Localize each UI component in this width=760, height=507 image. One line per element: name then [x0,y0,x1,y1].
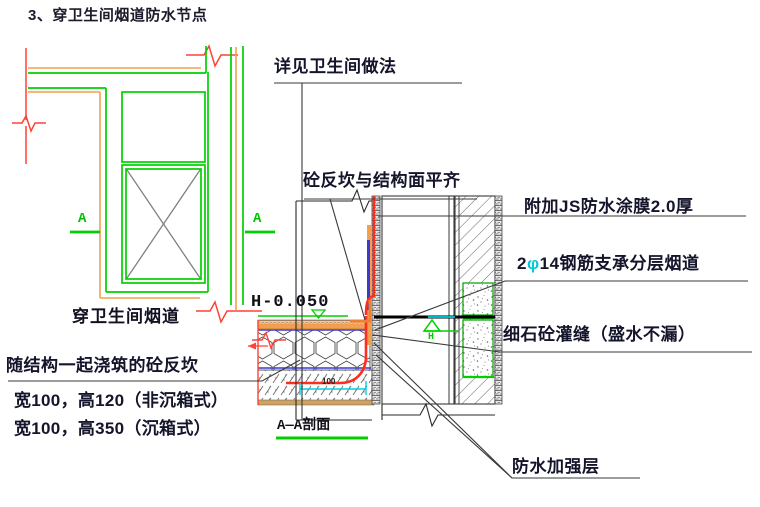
waterproof-membrane-lower [286,316,368,385]
rebar-count: 2 [517,254,527,273]
callout-cast-curb: 随结构一起浇筑的砼反坎 [6,356,199,375]
rebar-text: 14钢筋支承分层烟道 [539,254,700,273]
aa-section-label: A—A剖面 [277,418,331,434]
callout-fine-concrete: 细石砼灌缝（盛水不漏） [503,325,696,344]
plan-view-label: 穿卫生间烟道 [72,307,180,326]
structural-slab [257,369,373,403]
waterproof-membrane-upper [364,196,376,316]
concrete-curb [350,300,372,323]
leader-waterproof-b [375,354,513,479]
dimension-value-100: 100 [322,377,336,386]
render-strip [494,195,503,405]
concrete-infill-lower [462,319,494,378]
blue-layer-lines [258,329,371,369]
elevation-mark: H-0.050 [251,293,330,312]
section-marker-a-right: A [253,211,262,227]
left-arrow-head [248,342,256,350]
plan-view-group [12,44,275,324]
spec-non-sunken: 宽100，高120（非沉箱式） [14,391,229,410]
callout-rebar: 2φ14钢筋支承分层烟道 [517,255,700,272]
wall-cavity [381,195,455,405]
dimension-100 [299,381,367,395]
callout-detail-bathroom: 详见卫生间做法 [274,57,397,76]
callout-underlines [8,82,752,479]
flue-blue-strip [367,240,370,310]
callout-waterproof-layer: 防水加强层 [512,457,600,476]
elevation-symbol-h [422,316,458,332]
page-title: 3、穿卫生间烟道防水节点 [28,7,208,24]
elevation-triangle-left [310,309,327,320]
lightweight-fill [257,329,371,371]
section-view-group [248,188,503,440]
plan-orange-lines [28,47,237,310]
section-marker-a-left: A [78,211,87,227]
base-band [257,399,375,406]
level-symbol-h: H [428,332,435,343]
callout-js-membrane: 附加JS防水涂膜2.0厚 [524,197,694,216]
slab-break-line [252,320,286,405]
concrete-infill-upper [462,282,494,316]
break-line-red [12,44,262,324]
plan-green-lines [28,46,244,305]
phi-symbol: φ [526,254,540,273]
spec-sunken: 宽100，高350（沉箱式） [14,419,211,438]
flue-cross [126,169,201,279]
callout-curb-flush: 砼反坎与结构面平齐 [303,171,461,190]
